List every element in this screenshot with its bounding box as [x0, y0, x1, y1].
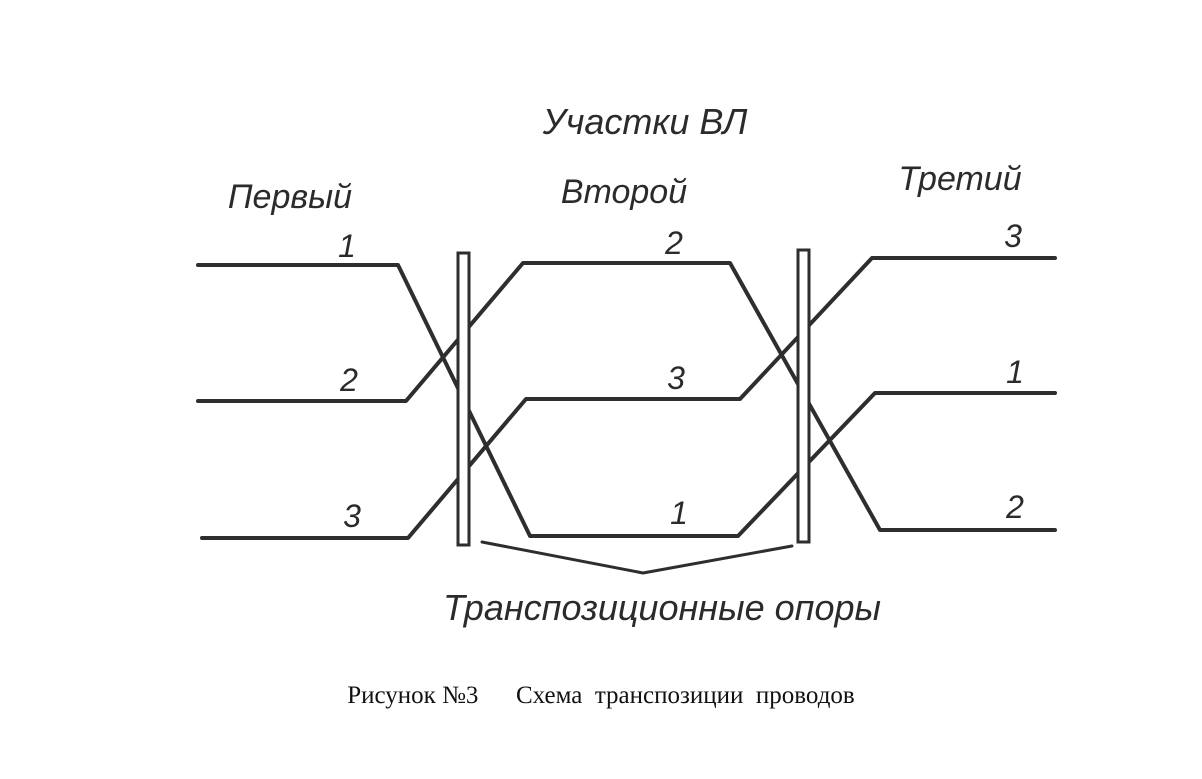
figure-number: Рисунок №3 — [347, 682, 479, 709]
wire-label-s3-middle: 1 — [1006, 354, 1024, 390]
wire-phase-3 — [200, 256, 1057, 540]
wire-label-s1-middle: 2 — [339, 362, 358, 398]
wire-label-s2-top: 2 — [664, 225, 683, 261]
wire-label-s2-bottom: 1 — [670, 495, 688, 531]
wire-phase-2 — [196, 261, 1057, 532]
diagram-title: Участки ВЛ — [542, 101, 748, 142]
section-label-third: Третий — [898, 160, 1021, 198]
wire-label-s3-bottom: 2 — [1005, 489, 1024, 525]
supports-brace — [480, 540, 794, 575]
wire-phase-1 — [196, 263, 1057, 538]
figure-caption: Рисунок №3 Схема транспозиции проводов — [0, 682, 1202, 710]
wire-label-s3-top: 3 — [1004, 218, 1022, 254]
section-label-first: Первый — [228, 178, 352, 216]
figure-caption-text: Схема транспозиции проводов — [515, 682, 855, 709]
wire-label-s1-top: 1 — [338, 228, 356, 264]
wire-label-s1-bottom: 3 — [343, 498, 361, 534]
transposition-support-1 — [456, 251, 471, 547]
section-label-second: Второй — [561, 173, 687, 211]
transposition-support-2 — [796, 248, 811, 544]
supports-label: Транспозиционные опоры — [443, 587, 881, 628]
wire-label-s2-middle: 3 — [667, 360, 685, 396]
